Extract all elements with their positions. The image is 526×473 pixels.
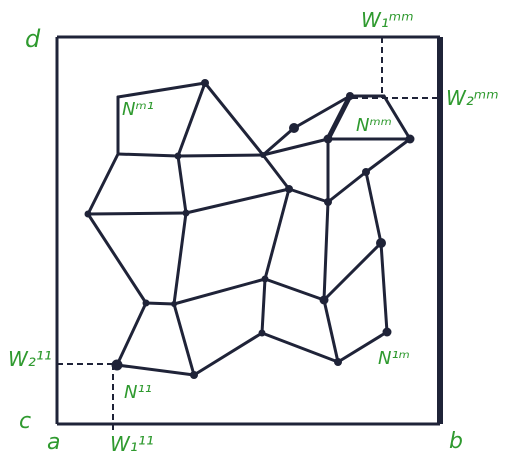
- mesh-edges: [86, 81, 412, 377]
- node: [261, 275, 269, 283]
- label-w1-mm: W₁ᵐᵐ: [361, 8, 414, 32]
- label-w2-11: W₂¹¹: [8, 347, 52, 371]
- corner-label-d: d: [25, 25, 41, 53]
- label-w1-11: W₁¹¹: [110, 432, 154, 456]
- corner-label-c: c: [19, 409, 31, 434]
- node: [111, 359, 123, 371]
- node: [258, 329, 266, 337]
- node: [319, 295, 329, 305]
- corner-label-b: b: [449, 429, 463, 454]
- node: [260, 152, 266, 158]
- node: [334, 358, 342, 366]
- node: [201, 79, 209, 87]
- label-n-11: N¹¹: [124, 382, 152, 403]
- node: [190, 371, 198, 379]
- node: [285, 185, 293, 193]
- mesh-nodes: [84, 79, 415, 379]
- node: [362, 168, 370, 176]
- node: [382, 327, 392, 337]
- label-n-m1: Nᵐ¹: [122, 99, 154, 120]
- label-w2-mm: W₂ᵐᵐ: [446, 86, 499, 110]
- node: [289, 123, 299, 133]
- label-n-mm: Nᵐᵐ: [356, 115, 392, 136]
- node: [323, 134, 333, 144]
- window-guide-lines: [57, 37, 440, 430]
- node: [84, 210, 92, 218]
- node: [324, 198, 332, 206]
- node: [405, 134, 415, 144]
- corner-label-a: a: [47, 430, 60, 455]
- node: [346, 92, 354, 100]
- node: [174, 152, 182, 160]
- node: [182, 209, 190, 217]
- node: [171, 301, 177, 307]
- node: [376, 238, 386, 248]
- labels: d c a b W₁¹¹ W₂¹¹ W₁ᵐᵐ W₂ᵐᵐ N¹¹ Nᵐ¹ N¹ᵐ …: [8, 8, 499, 456]
- label-n-1m: N¹ᵐ: [378, 348, 410, 369]
- node: [142, 299, 150, 307]
- domain-rectangle: [55, 35, 443, 426]
